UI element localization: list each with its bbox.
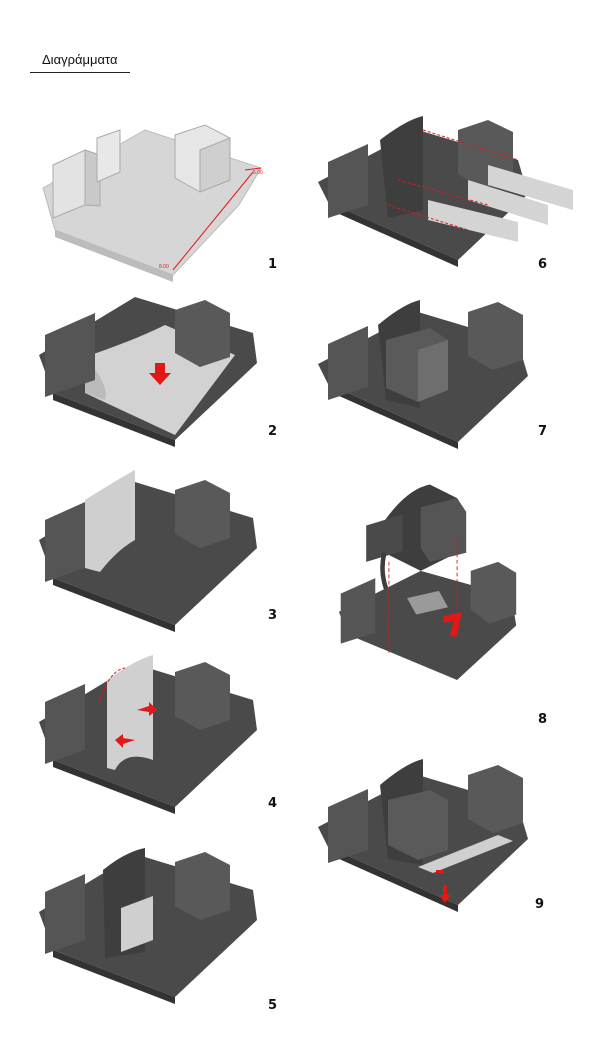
diagram-9	[318, 745, 578, 945]
diagram-8	[318, 480, 578, 680]
diagram-4-number: 4	[268, 796, 278, 811]
page-title: Διαγράμματα	[42, 52, 118, 67]
dim-label-a: 5.00	[253, 170, 263, 176]
diagram-2-number: 2	[268, 424, 278, 439]
diagram-5	[25, 840, 285, 1040]
diagram-3-number: 3	[268, 608, 278, 623]
diagram-6	[318, 110, 578, 310]
up-arrow-icon	[439, 885, 451, 903]
diagram-1-number: 1	[268, 257, 278, 272]
diagram-2	[25, 285, 285, 485]
diagram-5-number: 5	[268, 998, 278, 1013]
diagram-7-number: 7	[538, 424, 548, 439]
diagram-1-illustration	[42, 124, 262, 282]
diagram-4	[25, 650, 285, 850]
diagram-1: 5.00 8.00	[25, 110, 285, 310]
diagram-7	[318, 290, 578, 490]
diagram-3	[25, 460, 285, 660]
dim-label-b: 8.00	[159, 264, 169, 270]
arrow-icon	[137, 702, 157, 716]
diagram-6-number: 6	[538, 257, 548, 272]
title-underline	[30, 72, 130, 73]
down-arrow-icon	[149, 363, 171, 385]
turn-arrow-icon	[443, 611, 462, 637]
arrow-icon	[115, 734, 135, 748]
diagram-9-number: 9	[535, 897, 545, 912]
diagram-8-number: 8	[538, 712, 548, 727]
